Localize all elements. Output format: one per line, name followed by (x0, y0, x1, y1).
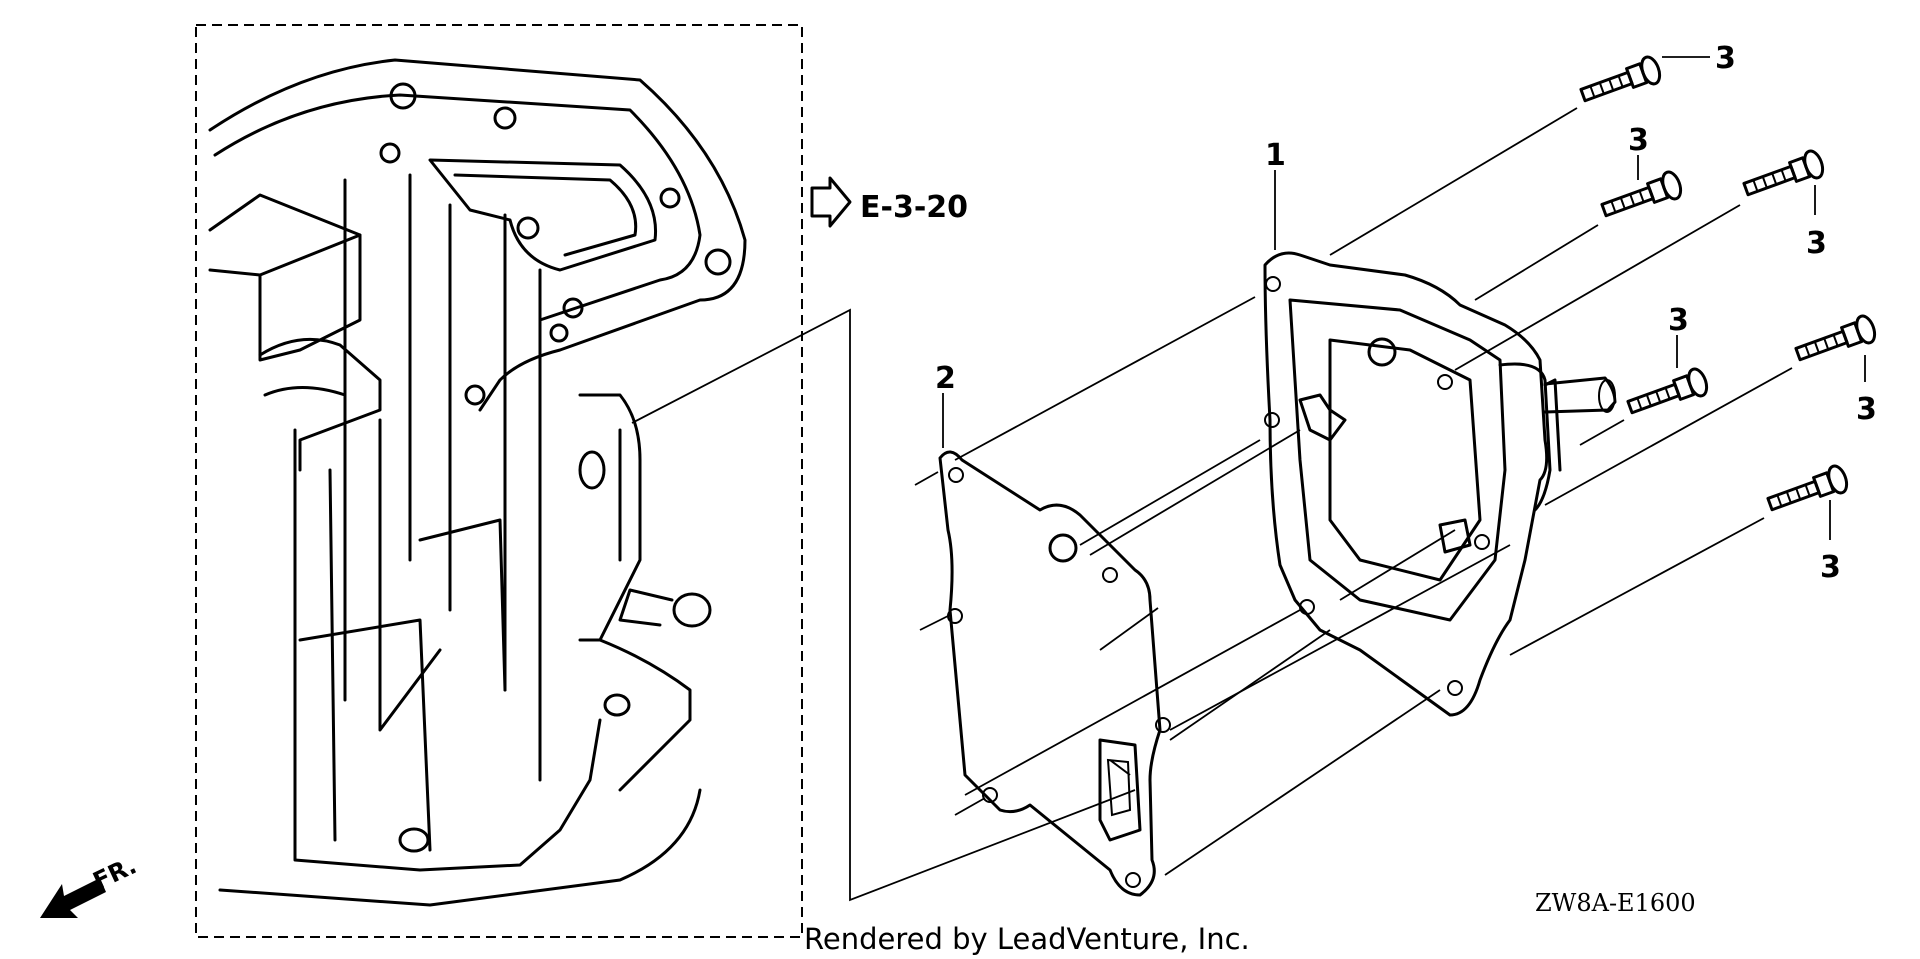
gasket-part (938, 450, 1171, 897)
bolt-4 (1626, 367, 1709, 415)
reference-arrow: E-3-20 (810, 176, 968, 228)
credit-text: Rendered by LeadVenture, Inc. (804, 922, 1250, 956)
inset-frame (195, 24, 803, 938)
callout-3a: 3 (1715, 41, 1736, 76)
front-label: FR. (89, 851, 141, 895)
housing-leader (631, 308, 1136, 902)
callout-2: 2 (935, 361, 956, 396)
callout-3e: 3 (1856, 392, 1877, 427)
bolt-5 (1794, 314, 1877, 362)
callout-1: 1 (1265, 138, 1286, 173)
diagram-code: ZW8A-E1600 (1535, 889, 1696, 917)
bolt-1 (1579, 55, 1662, 103)
front-indicator: FR. (40, 851, 141, 918)
cover-part (1263, 251, 1617, 717)
bolt-3 (1742, 149, 1825, 197)
assembly-leaders (914, 107, 1793, 876)
callout-3f: 3 (1820, 550, 1841, 585)
callout-3c: 3 (1806, 226, 1827, 261)
engine-housing-inset (195, 24, 803, 938)
callout-3b: 3 (1628, 123, 1649, 158)
front-arrow-icon (40, 878, 106, 918)
bolt-2 (1600, 170, 1683, 218)
reference-label: E-3-20 (860, 190, 968, 225)
callout-3d: 3 (1668, 303, 1689, 338)
bolt-6 (1766, 464, 1849, 512)
